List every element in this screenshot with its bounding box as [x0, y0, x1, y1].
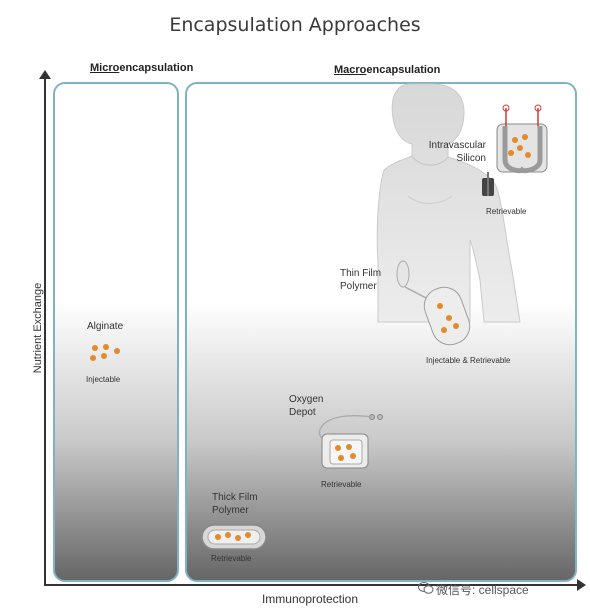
microencapsulation-panel: [53, 82, 179, 582]
y-axis: [39, 70, 51, 584]
diagram-title: Encapsulation Approaches: [169, 14, 421, 36]
oxygen-depot-device: [318, 414, 383, 469]
thin-film-label: Thin Film Polymer: [340, 268, 382, 292]
x-axis-label: Immunoprotection: [261, 592, 359, 606]
watermark-text: 微信号: cellspace: [436, 583, 529, 597]
alginate-beads: [90, 344, 120, 361]
alginate-tag: Injectable: [86, 375, 121, 384]
oxygen-depot-tag: Retrievable: [321, 480, 362, 489]
thick-film-label: Thick Film Polymer: [212, 492, 258, 516]
wechat-icon: [418, 582, 434, 594]
thick-film-polymer-device: [201, 524, 267, 550]
human-body-figure: [376, 83, 521, 323]
intravascular-label: Intravascular Silicon: [428, 140, 486, 164]
x-axis: [44, 579, 586, 591]
alginate-label: Alginate: [87, 321, 124, 332]
macroencapsulation-title: Macroencapsulation: [334, 64, 441, 76]
intravascular-silicon-device: [482, 104, 548, 196]
microencapsulation-title: Microencapsulation: [90, 62, 194, 74]
intravascular-tag: Retrievable: [486, 207, 527, 216]
thin-film-tag: Injectable & Retrievable: [426, 356, 511, 365]
thin-film-polymer-device: [396, 260, 471, 346]
oxygen-depot-label: Oxygen Depot: [289, 394, 324, 418]
thick-film-tag: Retrievable: [211, 554, 252, 563]
